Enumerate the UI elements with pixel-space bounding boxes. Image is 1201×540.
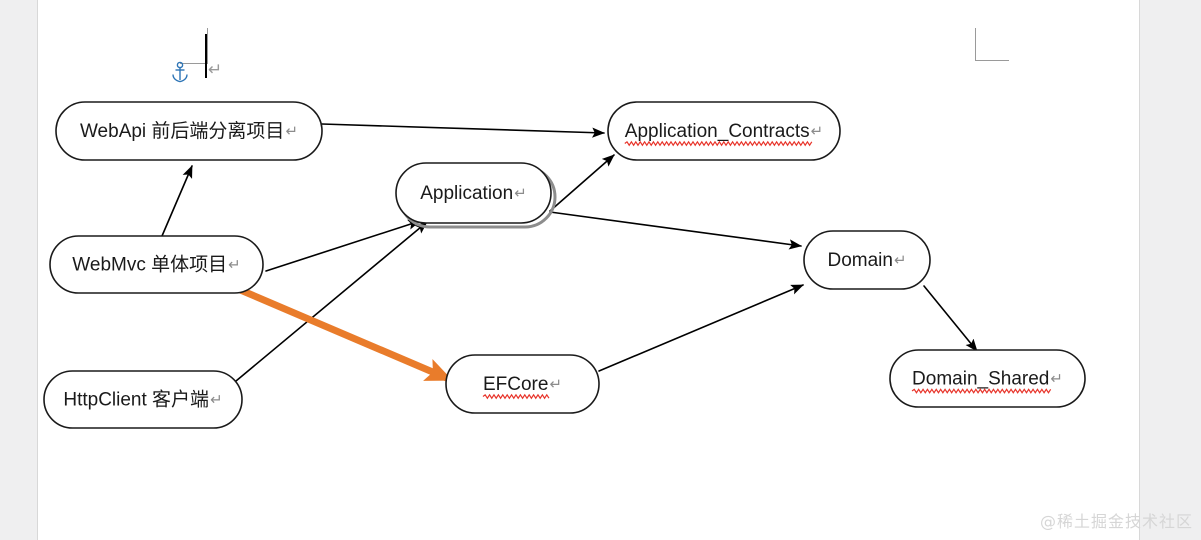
node-label: EFCore↵ <box>483 374 562 395</box>
spellcheck-squiggle <box>482 393 550 400</box>
diagram-node-webapi[interactable]: WebApi 前后端分离项目↵ <box>55 101 323 161</box>
node-label: Domain_Shared↵ <box>912 369 1063 390</box>
diagram-edges <box>161 123 978 387</box>
node-shape <box>607 101 841 161</box>
node-shape <box>49 235 264 294</box>
diagram-edge-webmvc-to-webapi[interactable] <box>161 165 193 237</box>
diagram-edge-application-to-domain[interactable] <box>549 211 802 250</box>
diagram-node-app_contracts[interactable]: Application_Contracts↵ <box>607 101 841 161</box>
anchor-icon[interactable] <box>170 61 190 83</box>
edge-line <box>229 221 428 387</box>
diagram-edge-webmvc-to-efcore[interactable] <box>229 282 453 383</box>
diagram-nodes: WebApi 前后端分离项目↵ Application_Contracts↵ App… <box>43 101 1086 429</box>
edge-line <box>598 284 804 372</box>
paragraph-mark-icon: ↵ <box>208 60 223 80</box>
diagram-node-domain[interactable]: Domain↵ <box>803 230 931 290</box>
paragraph-mark-icon: ↵ <box>894 252 907 269</box>
diagram-node-efcore[interactable]: EFCore↵ <box>445 354 600 414</box>
diagram-edge-webapi-to-app_contracts[interactable] <box>321 123 605 138</box>
node-shape <box>55 101 323 161</box>
diagram-edge-domain-to-domain_shared[interactable] <box>923 285 978 352</box>
edge-line <box>549 154 615 212</box>
node-shape <box>803 230 931 290</box>
node-label: Application_Contracts↵ <box>625 121 823 142</box>
paragraph-mark-icon: ↵ <box>1050 370 1063 387</box>
margin-guide-top-right <box>975 28 1009 61</box>
paragraph-mark-icon: ↵ <box>514 185 527 202</box>
node-label: WebMvc 单体项目↵ <box>72 254 240 276</box>
margin-guide-top-left <box>180 28 208 64</box>
diagram-node-webmvc[interactable]: WebMvc 单体项目↵ <box>49 235 264 294</box>
edge-line <box>549 211 802 250</box>
node-shape <box>43 370 243 429</box>
node-shape <box>445 354 600 414</box>
diagram-edge-httpclient-to-application[interactable] <box>229 221 428 387</box>
node-label: Application↵ <box>420 183 527 204</box>
paragraph-mark-icon: ↵ <box>210 391 223 408</box>
node-label: HttpClient 客户端↵ <box>63 389 222 411</box>
paragraph-mark-icon: ↵ <box>811 123 824 140</box>
edge-line <box>265 219 421 272</box>
diagram-edge-efcore-to-domain[interactable] <box>598 284 804 372</box>
diagram-edge-application-to-app_contracts[interactable] <box>549 154 615 212</box>
edge-line <box>161 165 193 237</box>
diagram-node-application[interactable]: Application↵ <box>395 162 557 229</box>
paragraph-mark-icon: ↵ <box>285 123 298 140</box>
edge-line <box>923 285 978 352</box>
watermark: @稀土掘金技术社区 <box>1039 512 1193 531</box>
spellcheck-squiggle <box>911 388 1052 394</box>
node-label: Domain↵ <box>827 250 906 271</box>
edge-line <box>229 282 453 383</box>
paragraph-mark-icon: ↵ <box>549 376 562 393</box>
diagram-edge-webmvc-to-application[interactable] <box>265 219 421 272</box>
node-shape <box>395 162 552 224</box>
edge-line <box>321 123 605 138</box>
text-caret <box>205 34 207 78</box>
diagram-node-httpclient[interactable]: HttpClient 客户端↵ <box>43 370 243 429</box>
paragraph-mark-icon: ↵ <box>228 256 241 273</box>
spellcheck-squiggle <box>624 140 813 147</box>
node-label: WebApi 前后端分离项目↵ <box>80 120 298 142</box>
diagram-node-domain_shared[interactable]: Domain_Shared↵ <box>889 349 1086 408</box>
